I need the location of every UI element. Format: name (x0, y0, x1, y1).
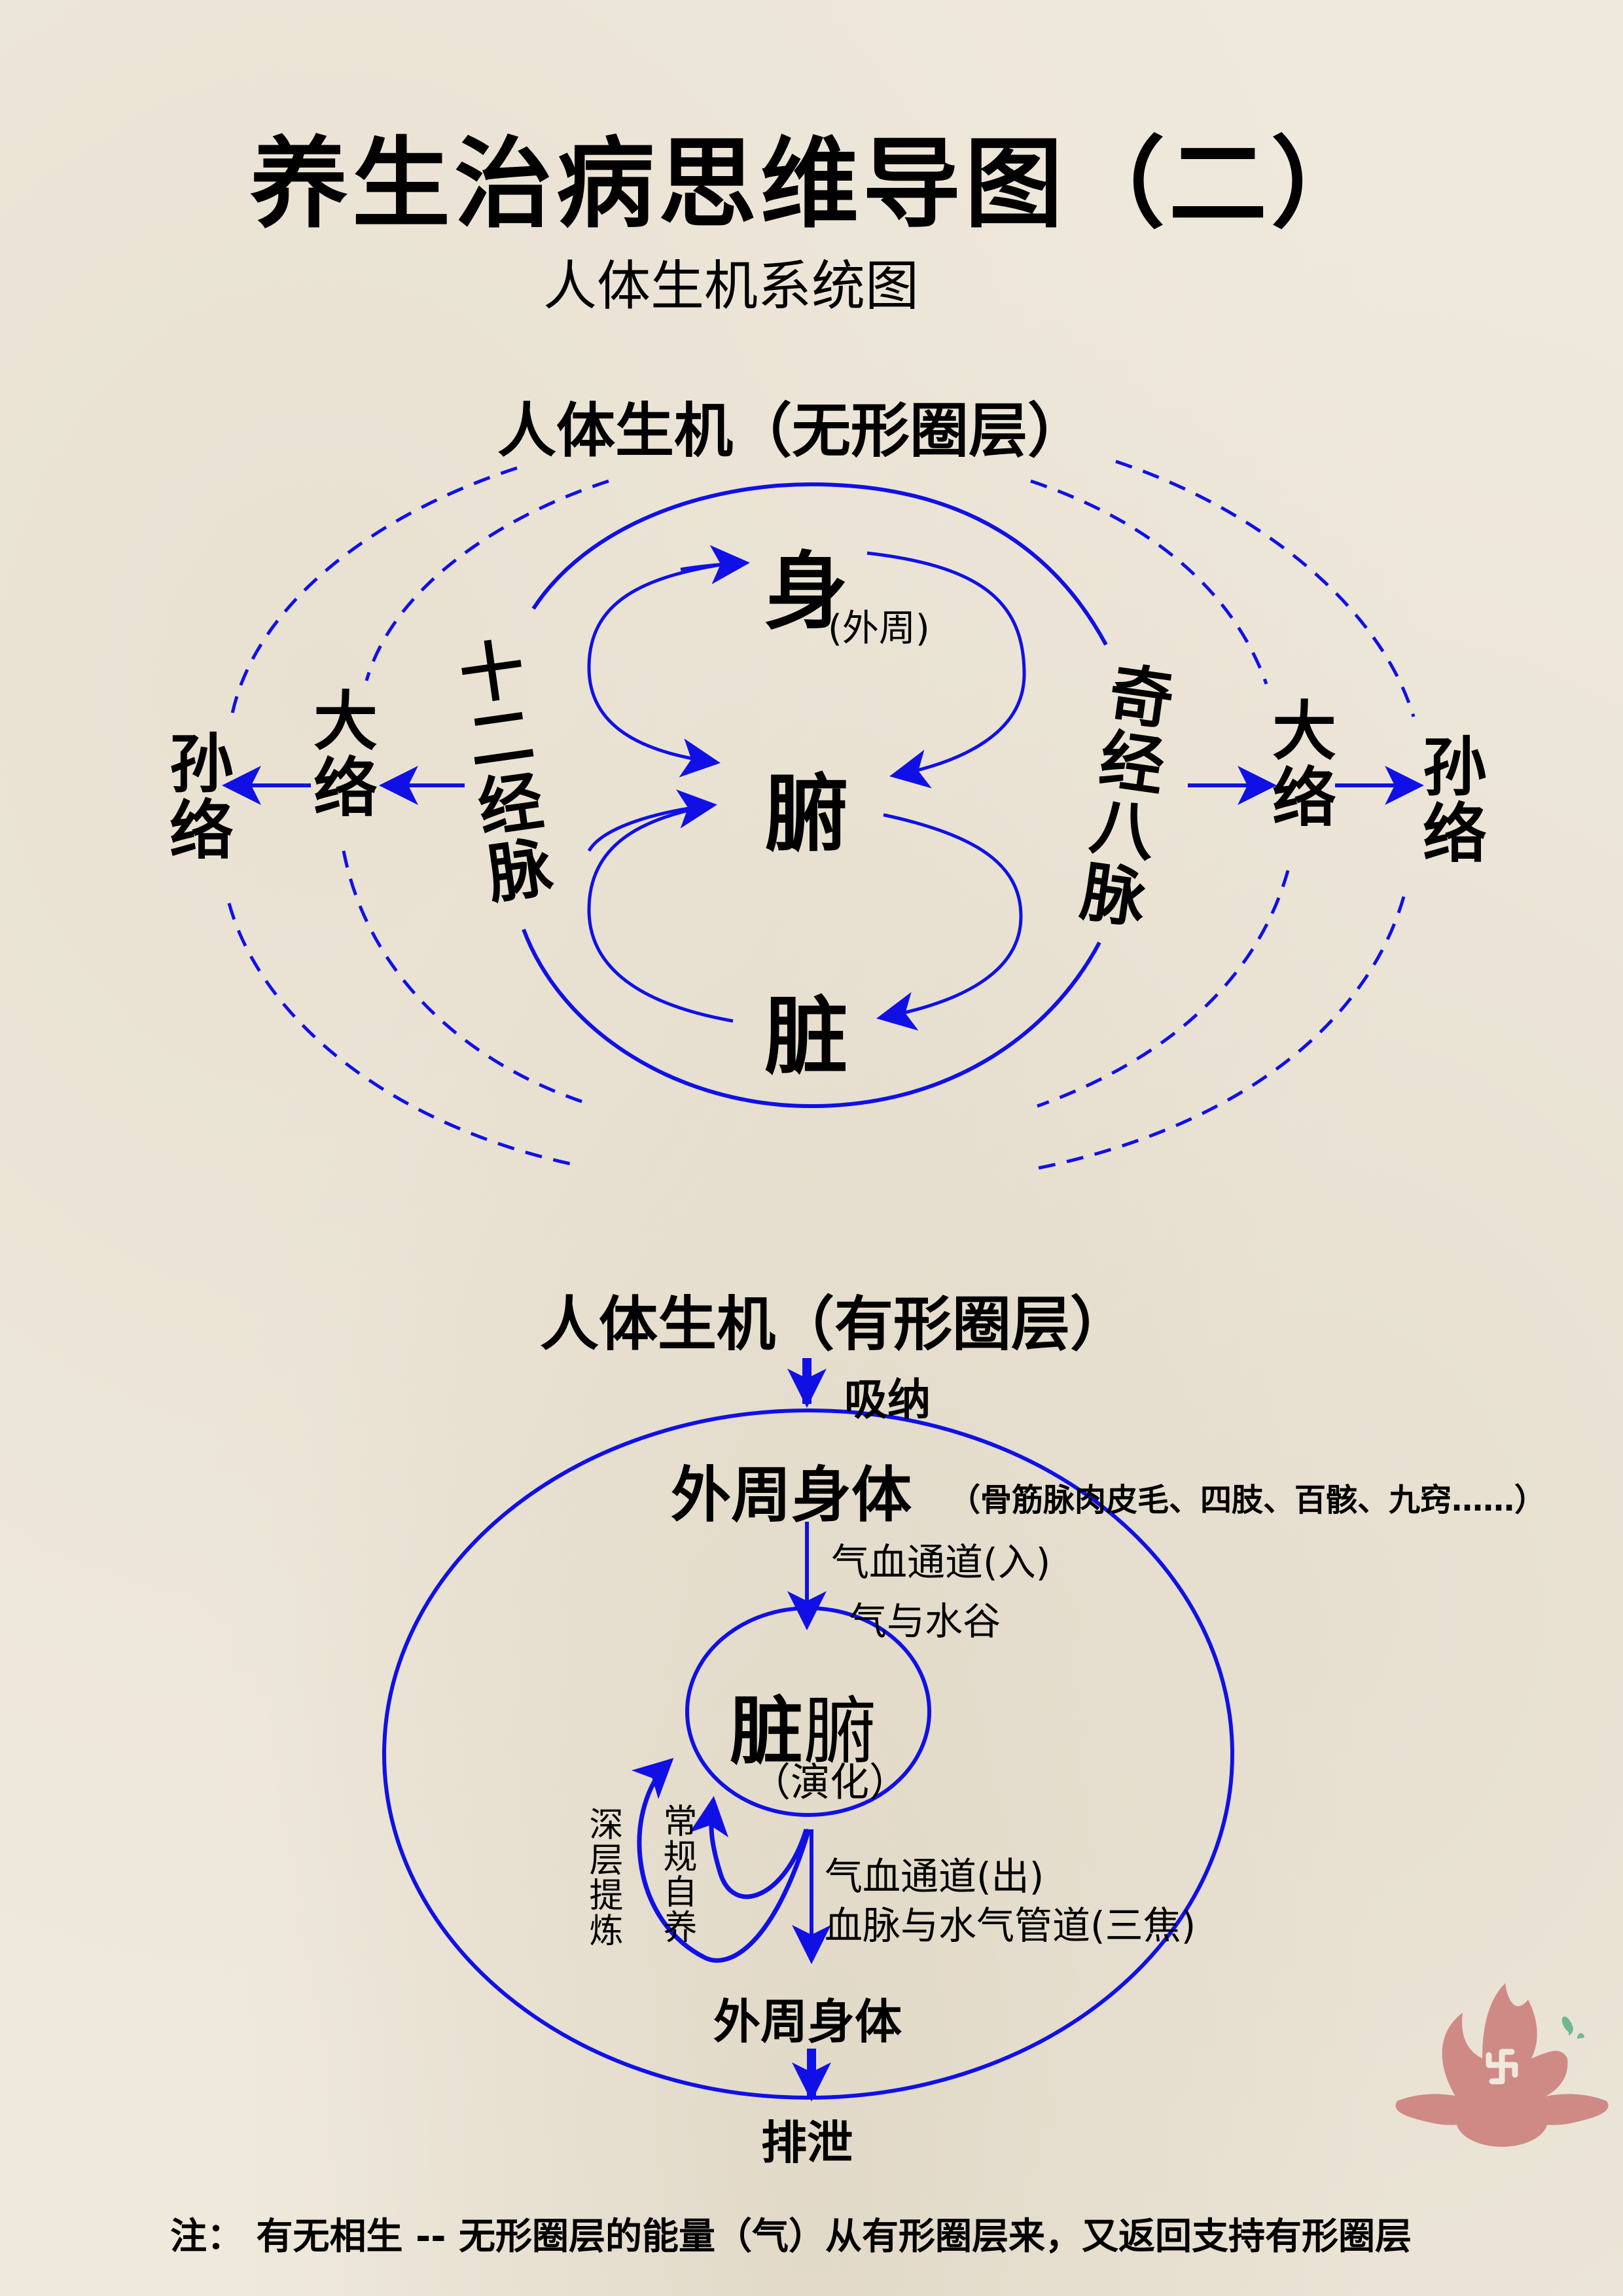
page-subtitle: 人体生机系统图 (543, 255, 919, 317)
node-left-da-luo: 大络 (302, 687, 377, 821)
organs-zang: 脏 (730, 1689, 803, 1774)
node-shen: 身 (764, 543, 849, 641)
dash-left-inner-bottom (342, 850, 586, 1105)
node-shen-note: (外周) (828, 607, 930, 650)
excrete-label: 排泄 (761, 2116, 853, 2170)
intangible-layer-title: 人体生机（无形圈层） (497, 397, 1086, 465)
node-fu: 腑 (764, 766, 849, 863)
routine-nourish-curve (689, 1796, 809, 1899)
page-title: 养生治病思维导图（二） (249, 128, 1373, 242)
intake-label: 吸纳 (844, 1374, 931, 1425)
deep-refine-curve (632, 1757, 812, 1963)
node-right-sun-luo: 孙络 (1412, 733, 1486, 867)
channel-in-label: 气血通道(入) (831, 1540, 1051, 1585)
outer-body-bottom: 外周身体 (713, 1994, 902, 2049)
upper-ring-bottom (522, 928, 1101, 1109)
dash-left-inner-top (365, 479, 609, 681)
node-right-da-luo: 大络 (1261, 697, 1336, 831)
loop-upper-left (587, 561, 734, 778)
tangible-layer-title: 人体生机（有形圈层） (540, 1290, 1129, 1359)
channel-in-content: 气与水谷 (849, 1599, 1001, 1643)
organs-fu: 腑 (803, 1689, 876, 1774)
channel-out-label: 气血通道(出) (825, 1854, 1044, 1899)
organs-note: （演化） (751, 1760, 908, 1806)
outer-body-detail: （骨筋脉肉皮毛、四肢、百骸、九窍……） (949, 1482, 1546, 1518)
upper-ring-top (531, 482, 1108, 646)
channel-out-content: 血脉与水气管道(三焦) (825, 1903, 1196, 1948)
loop-lower-right (876, 813, 1023, 1031)
routine-nourish-label: 常规自养 (657, 1803, 696, 1945)
deep-refine-label: 深层提炼 (583, 1806, 622, 1948)
loop-lower-left (587, 803, 734, 1023)
organs-label: 脏腑 (730, 1672, 876, 1778)
dash-right-outer-bottom (1037, 896, 1406, 1170)
dash-left-outer-bottom (227, 903, 577, 1167)
footnote: 注： 有无相生 -- 无形圈层的能量（气）从有形圈层来，又返回支持有形圈层 (170, 2215, 1412, 2258)
dash-left-outer-top (230, 466, 518, 714)
outer-body-top: 外周身体 (671, 1460, 912, 1530)
dash-right-outer-top (1115, 459, 1416, 717)
dash-right-inner-bottom (1037, 870, 1290, 1108)
lotus-logo-icon (1395, 1983, 1609, 2147)
node-zang: 脏 (764, 988, 849, 1086)
loop-upper-right (866, 551, 1026, 789)
node-left-sun-luo: 孙络 (158, 730, 233, 863)
